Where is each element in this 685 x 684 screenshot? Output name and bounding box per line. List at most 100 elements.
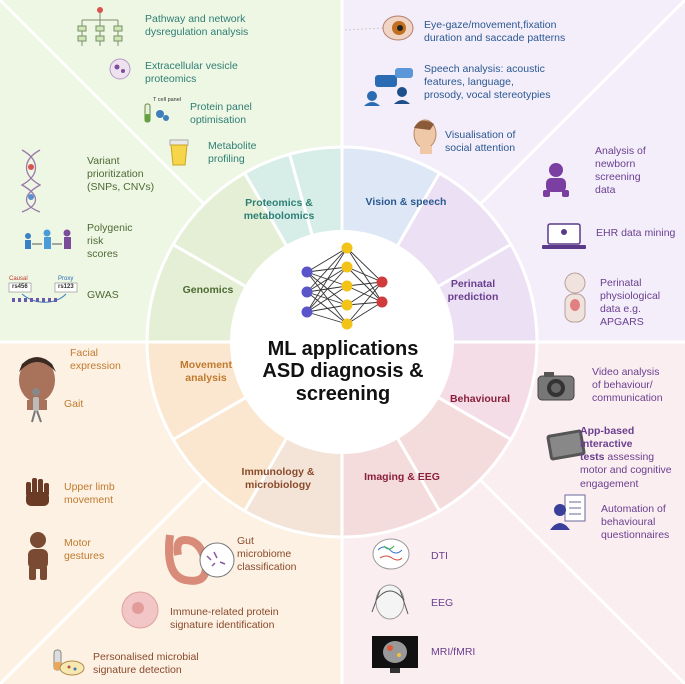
- network-edge: [346, 281, 383, 325]
- center-title: ML applications ASD diagnosis & screenin…: [238, 338, 448, 405]
- network-node: [341, 261, 353, 273]
- microbe-plate-icon: [53, 649, 85, 676]
- cell-icon: [121, 591, 159, 629]
- mri-monitor-icon: [372, 636, 418, 673]
- eye-icon: [344, 15, 414, 41]
- camera-icon: [537, 372, 575, 401]
- infant-body-icon: [564, 272, 586, 323]
- network-edge: [346, 281, 383, 306]
- gwas-icon: [8, 282, 78, 303]
- network-edge: [306, 271, 348, 325]
- gwas-rs456-label: rs456: [12, 284, 28, 290]
- network-edge: [346, 266, 383, 283]
- urine-cup-icon: [169, 139, 189, 166]
- segment-label-genomics: Genomics: [182, 284, 234, 296]
- network-edge: [306, 247, 348, 273]
- gwas-rs123-label: rs123: [58, 284, 74, 290]
- laptop-icon: [542, 223, 586, 249]
- center-title-line-2: ASD diagnosis &: [262, 360, 424, 383]
- segment-label-immunology: Immunology &microbiology: [241, 466, 315, 492]
- network-edge: [306, 271, 348, 306]
- network-edge: [346, 266, 383, 303]
- child-silhouette-icon: [28, 532, 48, 580]
- center-circle: [230, 230, 454, 454]
- network-edge: [346, 301, 383, 325]
- network-node: [301, 306, 313, 318]
- item-gait-label: Gait: [64, 398, 84, 410]
- walking-person-icon: [31, 388, 42, 423]
- segment-label-vision: Vision & speech: [365, 196, 447, 208]
- network-edge: [346, 247, 383, 283]
- intestine-icon: [165, 534, 235, 585]
- network-edge: [346, 247, 383, 303]
- network-node: [301, 266, 313, 278]
- dna-icon: [20, 149, 42, 213]
- baby-icon: [543, 163, 569, 197]
- network-edge: [306, 291, 348, 325]
- network-node: [341, 299, 353, 311]
- neural-network-icon: [301, 242, 388, 330]
- segment-label-behavioural: Behavioural: [449, 393, 511, 405]
- network-edge: [306, 266, 348, 313]
- network-edge: [306, 247, 348, 293]
- conversation-icon: [364, 68, 413, 106]
- network-edge: [306, 247, 348, 313]
- network-node: [301, 286, 313, 298]
- item-app-label: App-based interactive tests assessing mo…: [580, 425, 672, 490]
- segment-label-imaging: Imaging & EEG: [364, 471, 440, 483]
- center-title-line-3: screening: [295, 382, 391, 405]
- network-node: [376, 276, 388, 288]
- network-tree-icon: [77, 7, 123, 46]
- item-ehr-label: EHR data mining: [596, 227, 676, 239]
- item-t-cell-panel-label: T cell panel: [153, 97, 182, 103]
- family-icon: [25, 229, 71, 249]
- head-profile-icon: [413, 119, 437, 154]
- segment-label-proteomics: Proteomics &metabolomics: [243, 197, 315, 223]
- brain-dti-icon: [372, 538, 410, 570]
- network-edge: [306, 311, 348, 325]
- network-node: [376, 296, 388, 308]
- gwas-causal-label: Causal: [9, 276, 28, 282]
- questionnaire-icon: [550, 494, 586, 530]
- network-edge: [306, 285, 348, 313]
- network-edge: [306, 304, 348, 313]
- item-mri-label: MRI/fMRI: [431, 646, 476, 658]
- gwas-proxy-label: Proxy: [58, 276, 74, 282]
- vesicle-icon: [109, 58, 131, 80]
- eeg-head-icon: [371, 584, 409, 620]
- item-dti-label: DTI: [431, 550, 448, 562]
- center-title-line-1: ML applications: [267, 338, 419, 360]
- network-node: [341, 280, 353, 292]
- test-tube-icon: [144, 103, 169, 123]
- tablet-icon: [546, 429, 586, 461]
- network-node: [341, 242, 353, 254]
- hand-icon: [26, 478, 49, 506]
- network-edge: [346, 281, 383, 287]
- item-eeg-label: EEG: [431, 597, 454, 609]
- network-node: [341, 318, 353, 330]
- item-gwas-label: GWAS: [87, 289, 119, 301]
